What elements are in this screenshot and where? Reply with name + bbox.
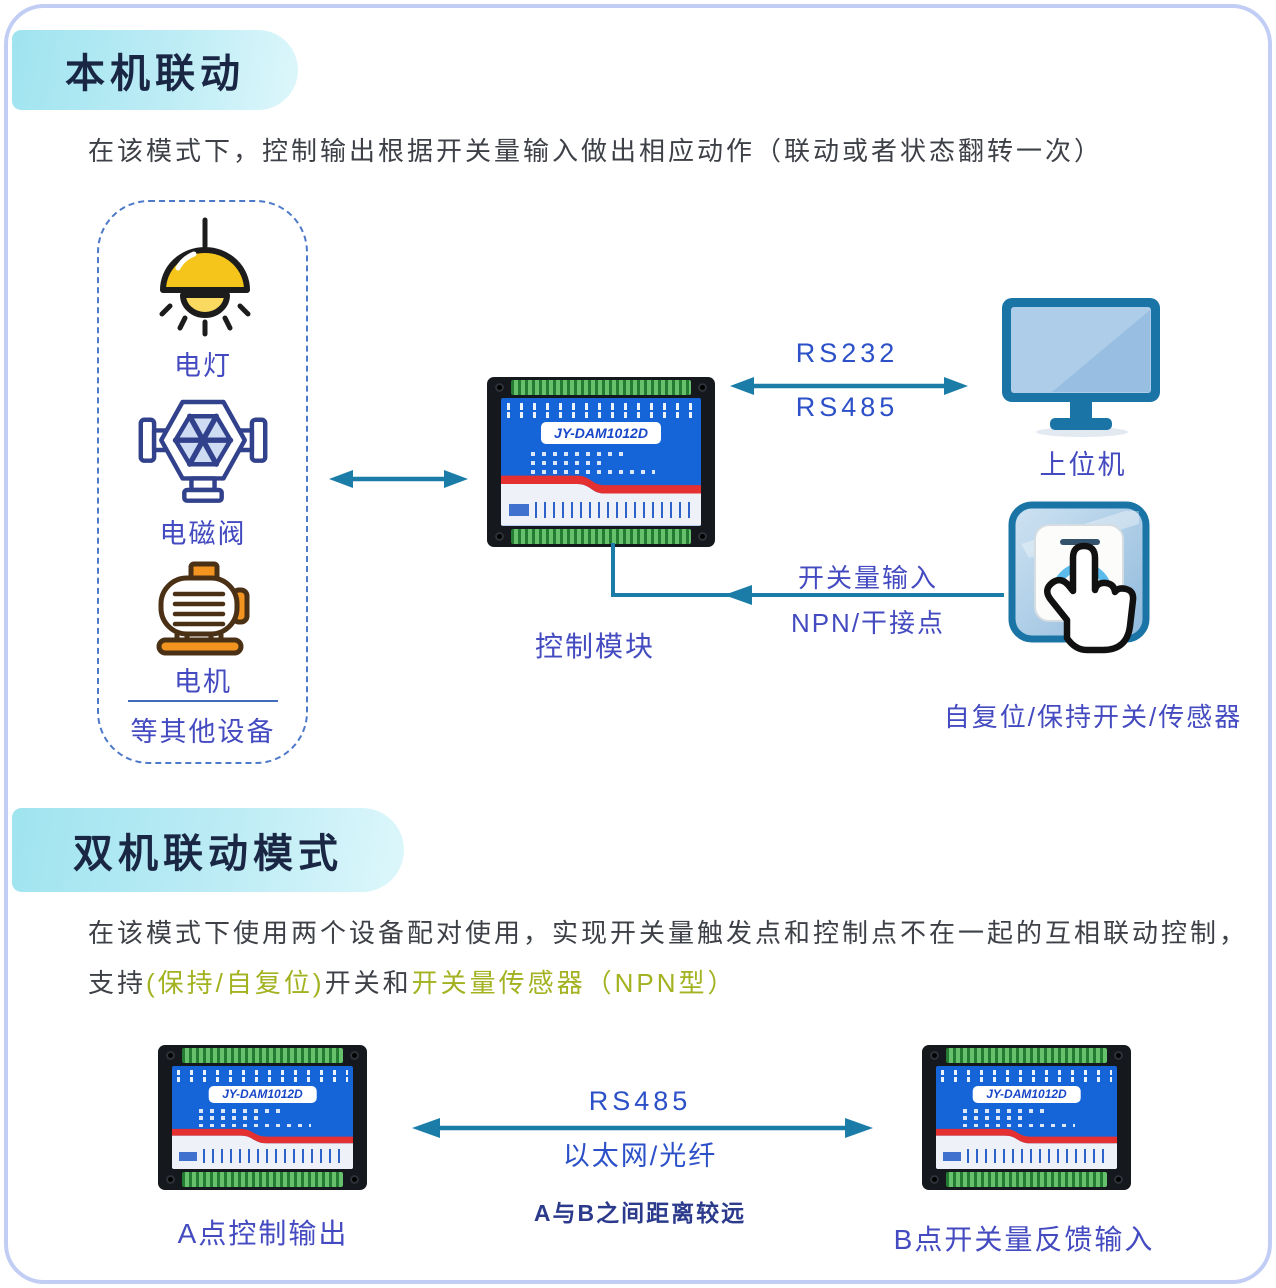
motor-icon (156, 561, 250, 656)
device-model-badge: JY-DAM1012D (208, 1085, 317, 1104)
touch-switch-icon (1008, 501, 1150, 654)
bidirectional-arrow-serial (730, 377, 968, 395)
desc-line1: 在该模式下使用两个设备配对使用，实现开关量触发点和控制点不在一起的互相联动控制， (88, 918, 1249, 948)
lamp-icon (159, 217, 251, 337)
terminal-markings (507, 403, 695, 410)
control-module-label: 控制模块 (534, 631, 656, 662)
terminal-markings (941, 1070, 1112, 1076)
terminal-strip-bottom (511, 529, 691, 544)
bottom-link-top-label: RS485 (588, 1086, 692, 1116)
switch-input-top-label: 开关量输入 (797, 563, 939, 593)
spec-text-row (199, 1116, 265, 1121)
section1-description: 在该模式下，控制输出根据开关量输入做出相应动作（联动或者状态翻转一次） (88, 136, 1104, 166)
device-model-text: JY-DAM1012D (222, 1087, 303, 1102)
screw-hole (166, 1175, 175, 1184)
device-model-text: JY-DAM1012D (986, 1087, 1067, 1102)
section2-description: 在该模式下使用两个设备配对使用，实现开关量触发点和控制点不在一起的互相联动控制，… (88, 908, 1248, 1008)
screw-hole (698, 383, 707, 392)
spec-text-row (531, 451, 623, 457)
spec-text-row (963, 1123, 1076, 1128)
screw-hole (495, 532, 504, 541)
host-computer-icon (1002, 298, 1160, 437)
screw-hole (1114, 1051, 1123, 1060)
pin-ticks (202, 1149, 344, 1163)
bidirectional-arrow-bottom (412, 1118, 873, 1138)
terminal-strip-bottom (182, 1172, 343, 1187)
terminal-strip-top (511, 380, 691, 395)
control-module-device: JY-DAM1012D (487, 377, 715, 547)
serial-link-top-label: RS232 (795, 338, 899, 368)
screw-hole (698, 532, 707, 541)
distance-note: A与B之间距离较远 (533, 1200, 747, 1226)
terminal-strip-bottom (946, 1172, 1107, 1187)
section1-title: 本机联动 (65, 52, 245, 96)
section2-title: 双机联动模式 (73, 832, 343, 876)
terminal-markings (941, 1077, 1112, 1083)
section1-header: 本机联动 (12, 30, 298, 110)
device-model-text: JY-DAM1012D (554, 425, 648, 442)
other-devices-label: 等其他设备 (130, 717, 276, 747)
module-a-label: A点控制输出 (177, 1218, 349, 1249)
section2-header: 双机联动模式 (12, 808, 404, 892)
terminal-markings (177, 1070, 348, 1076)
brand-mark (509, 504, 529, 516)
device-model-badge: JY-DAM1012D (972, 1085, 1081, 1104)
terminal-markings (177, 1077, 348, 1083)
screw-hole (1114, 1175, 1123, 1184)
module-a-device: JY-DAM1012D (158, 1045, 367, 1190)
host-label: 上位机 (1039, 450, 1127, 480)
screw-hole (930, 1051, 939, 1060)
motor-label: 电机 (174, 667, 232, 697)
serial-link-bottom-label: RS485 (795, 392, 899, 422)
brand-mark (943, 1151, 962, 1161)
spec-text-row (531, 469, 655, 475)
group-divider (128, 700, 278, 702)
spec-text-row (199, 1109, 283, 1113)
pin-ticks (535, 501, 691, 519)
screw-hole (495, 383, 504, 392)
screw-hole (166, 1051, 175, 1060)
device-panel: JY-DAM1012D (936, 1066, 1117, 1169)
spec-text-row (199, 1123, 312, 1128)
module-b-label: B点开关量反馈输入 (893, 1224, 1155, 1255)
lamp-label: 电灯 (174, 351, 232, 381)
terminal-strip-top (946, 1048, 1107, 1063)
module-b-device: JY-DAM1012D (922, 1045, 1131, 1190)
bottom-link-bottom-label: 以太网/光纤 (562, 1141, 718, 1171)
device-panel: JY-DAM1012D (172, 1066, 353, 1169)
valve-icon (138, 399, 268, 503)
device-group-box (97, 200, 308, 764)
switch-input-connector (611, 543, 1004, 605)
switch-sensor-label: 自复位/保持开关/传感器 (943, 702, 1243, 732)
switch-input-bottom-label: NPN/干接点 (790, 608, 946, 638)
desc-line2-a: 支持 (88, 968, 147, 998)
terminal-strip-top (182, 1048, 343, 1063)
bidirectional-arrow-left (329, 470, 468, 488)
desc-line2-d: 开关量传感器（NPN型） (411, 968, 737, 998)
pin-ticks (966, 1149, 1108, 1163)
valve-label: 电磁阀 (159, 519, 247, 549)
screw-hole (930, 1175, 939, 1184)
brand-mark (179, 1151, 198, 1161)
screw-hole (350, 1051, 359, 1060)
device-panel: JY-DAM1012D (501, 398, 701, 526)
spec-text-row (963, 1109, 1047, 1113)
desc-line2-c: 开关和 (324, 968, 412, 998)
spec-text-row (531, 460, 603, 466)
screw-hole (350, 1175, 359, 1184)
terminal-markings (507, 412, 695, 419)
spec-text-row (963, 1116, 1029, 1121)
device-model-badge: JY-DAM1012D (541, 422, 661, 445)
desc-line2-b: (保持/自复位) (146, 968, 325, 998)
